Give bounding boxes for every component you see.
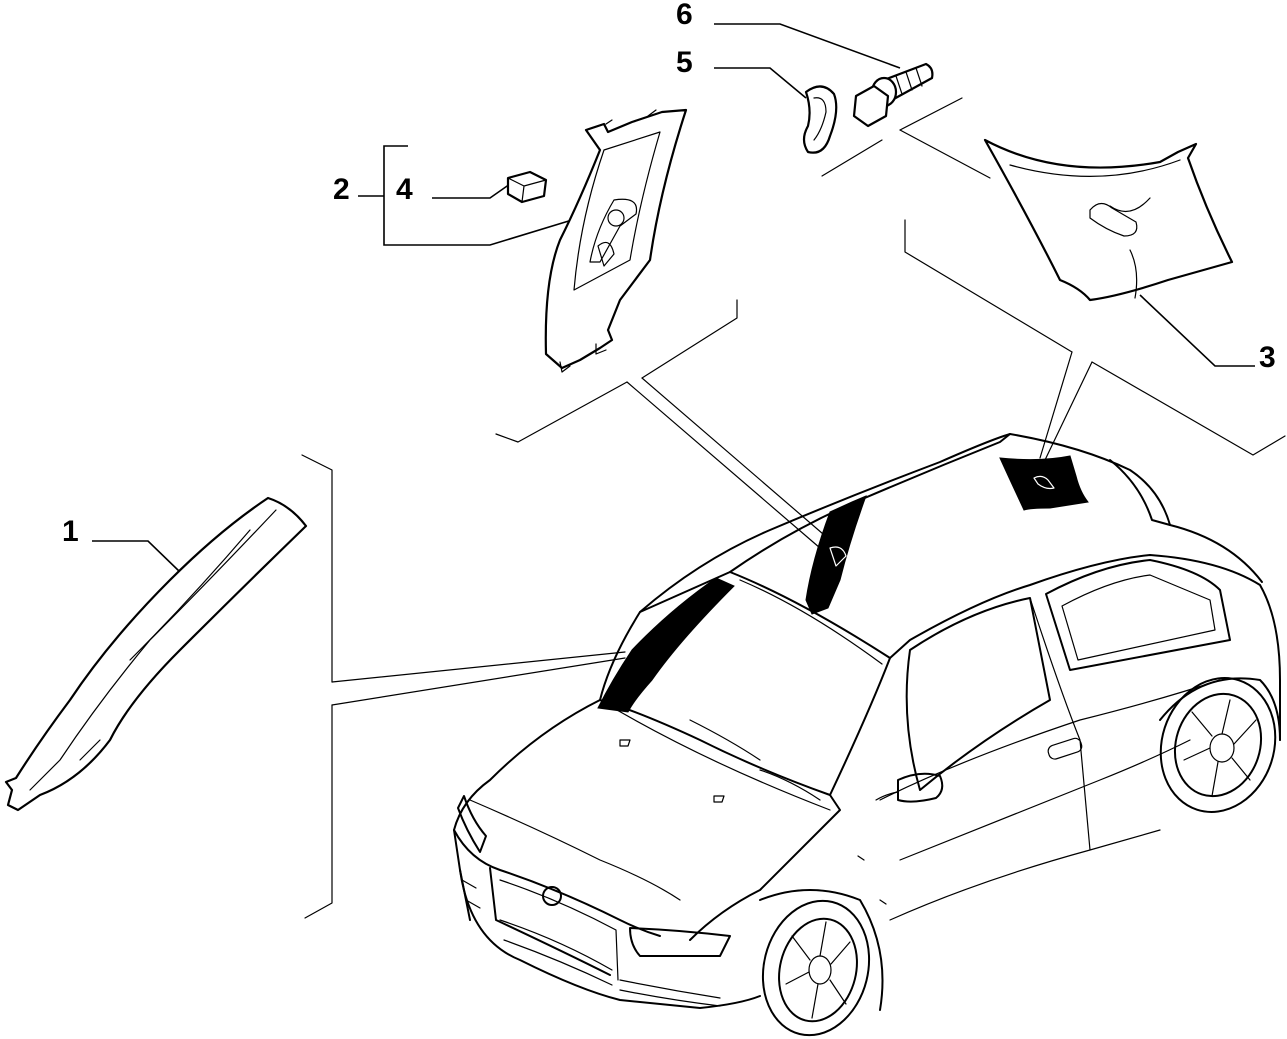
part-5-clip (802, 85, 838, 154)
part-4-plug (506, 170, 548, 204)
highlight-c-pillar (999, 455, 1089, 511)
part-2-pillar-trim (544, 108, 688, 373)
part-6-bolt (852, 62, 934, 128)
part-3-pillar-cover (983, 138, 1234, 302)
callout-2: 2 (333, 173, 350, 206)
callout-3: 3 (1259, 341, 1276, 374)
car-illustration (453, 433, 1281, 1037)
callout-5: 5 (676, 46, 693, 79)
callout-4: 4 (396, 173, 413, 206)
callout-6: 6 (676, 0, 693, 31)
highlight-a-pillar (597, 577, 735, 713)
highlight-b-pillar (805, 495, 867, 615)
callout-1: 1 (62, 515, 79, 548)
leader-lines (92, 23, 1255, 573)
part-1-a-pillar-trim (4, 496, 308, 812)
